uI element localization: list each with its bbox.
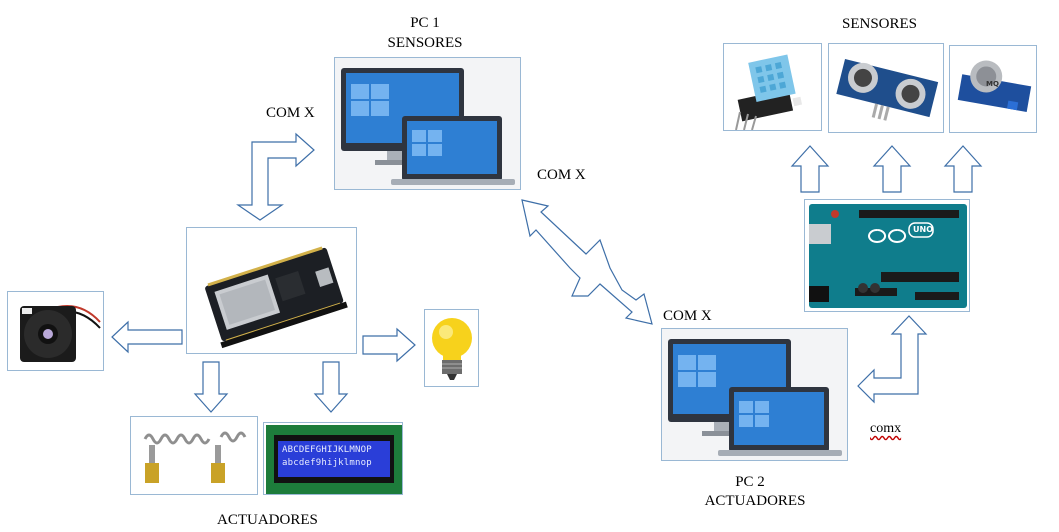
light-bulb-image — [424, 309, 479, 387]
bent-arrow-esp-pc1 — [236, 132, 315, 221]
desktop-laptop-icon — [341, 68, 515, 185]
pc2-title: PC 2 — [735, 474, 765, 490]
springs-image — [130, 416, 258, 495]
gas-sensor-label: MQ — [986, 80, 999, 88]
pc1-computer-image — [334, 57, 521, 190]
pc2-subtitle: ACTUADORES — [704, 493, 806, 509]
humidity-sensor-icon — [735, 54, 803, 130]
lightning-arrow-pc1-pc2 — [521, 199, 653, 325]
arrow-esp-to-bulb — [362, 327, 416, 363]
pc1-title: PC 1 — [410, 15, 440, 31]
lcd-icon — [266, 425, 402, 494]
nodemcu-board-image — [186, 227, 357, 354]
desktop-laptop-icon — [668, 339, 842, 456]
arrow-arduino-to-gas — [943, 145, 983, 193]
arrow-arduino-to-dht — [790, 145, 830, 193]
arrow-esp-to-springs — [193, 361, 229, 413]
pc2-computer-image — [661, 328, 848, 461]
fan-image — [7, 291, 104, 371]
com-label-middle: COM X — [537, 167, 586, 183]
nodemcu-icon — [205, 246, 348, 349]
arrow-arduino-to-ultrasonic — [872, 145, 912, 193]
ultrasonic-sensor-image — [828, 43, 944, 133]
arrow-esp-to-lcd — [313, 361, 349, 413]
lcd-line-2: abcdef9hijklmnop — [282, 458, 372, 468]
light-bulb-icon — [432, 318, 472, 380]
com-label-bottom-right: comx — [870, 421, 902, 436]
arduino-board-icon — [809, 204, 967, 308]
lcd-display-image: ABCDEFGHIJKLMNOP abcdef9hijklmnop — [263, 422, 403, 495]
com-label-top-left: COM X — [266, 105, 315, 121]
bent-arrow-arduino-pc2 — [857, 315, 928, 404]
com-label-pc2: COM X — [663, 308, 712, 324]
gas-sensor-icon — [957, 60, 1032, 113]
arduino-model-text: UNO — [913, 225, 933, 234]
lcd-line-1: ABCDEFGHIJKLMNOP — [282, 445, 372, 455]
fan-icon — [20, 305, 101, 362]
arduino-uno-image: UNO — [804, 199, 970, 312]
actuators-header: ACTUADORES — [217, 512, 318, 528]
gas-sensor-image: MQ — [949, 45, 1037, 133]
sensors-header: SENSORES — [842, 16, 918, 32]
arrow-esp-to-fan — [111, 320, 183, 354]
pc1-subtitle: SENSORES — [387, 35, 463, 51]
dht-sensor-image — [723, 43, 822, 131]
ultrasonic-sensor-icon — [836, 58, 939, 121]
spring-coil-icon — [143, 431, 247, 483]
